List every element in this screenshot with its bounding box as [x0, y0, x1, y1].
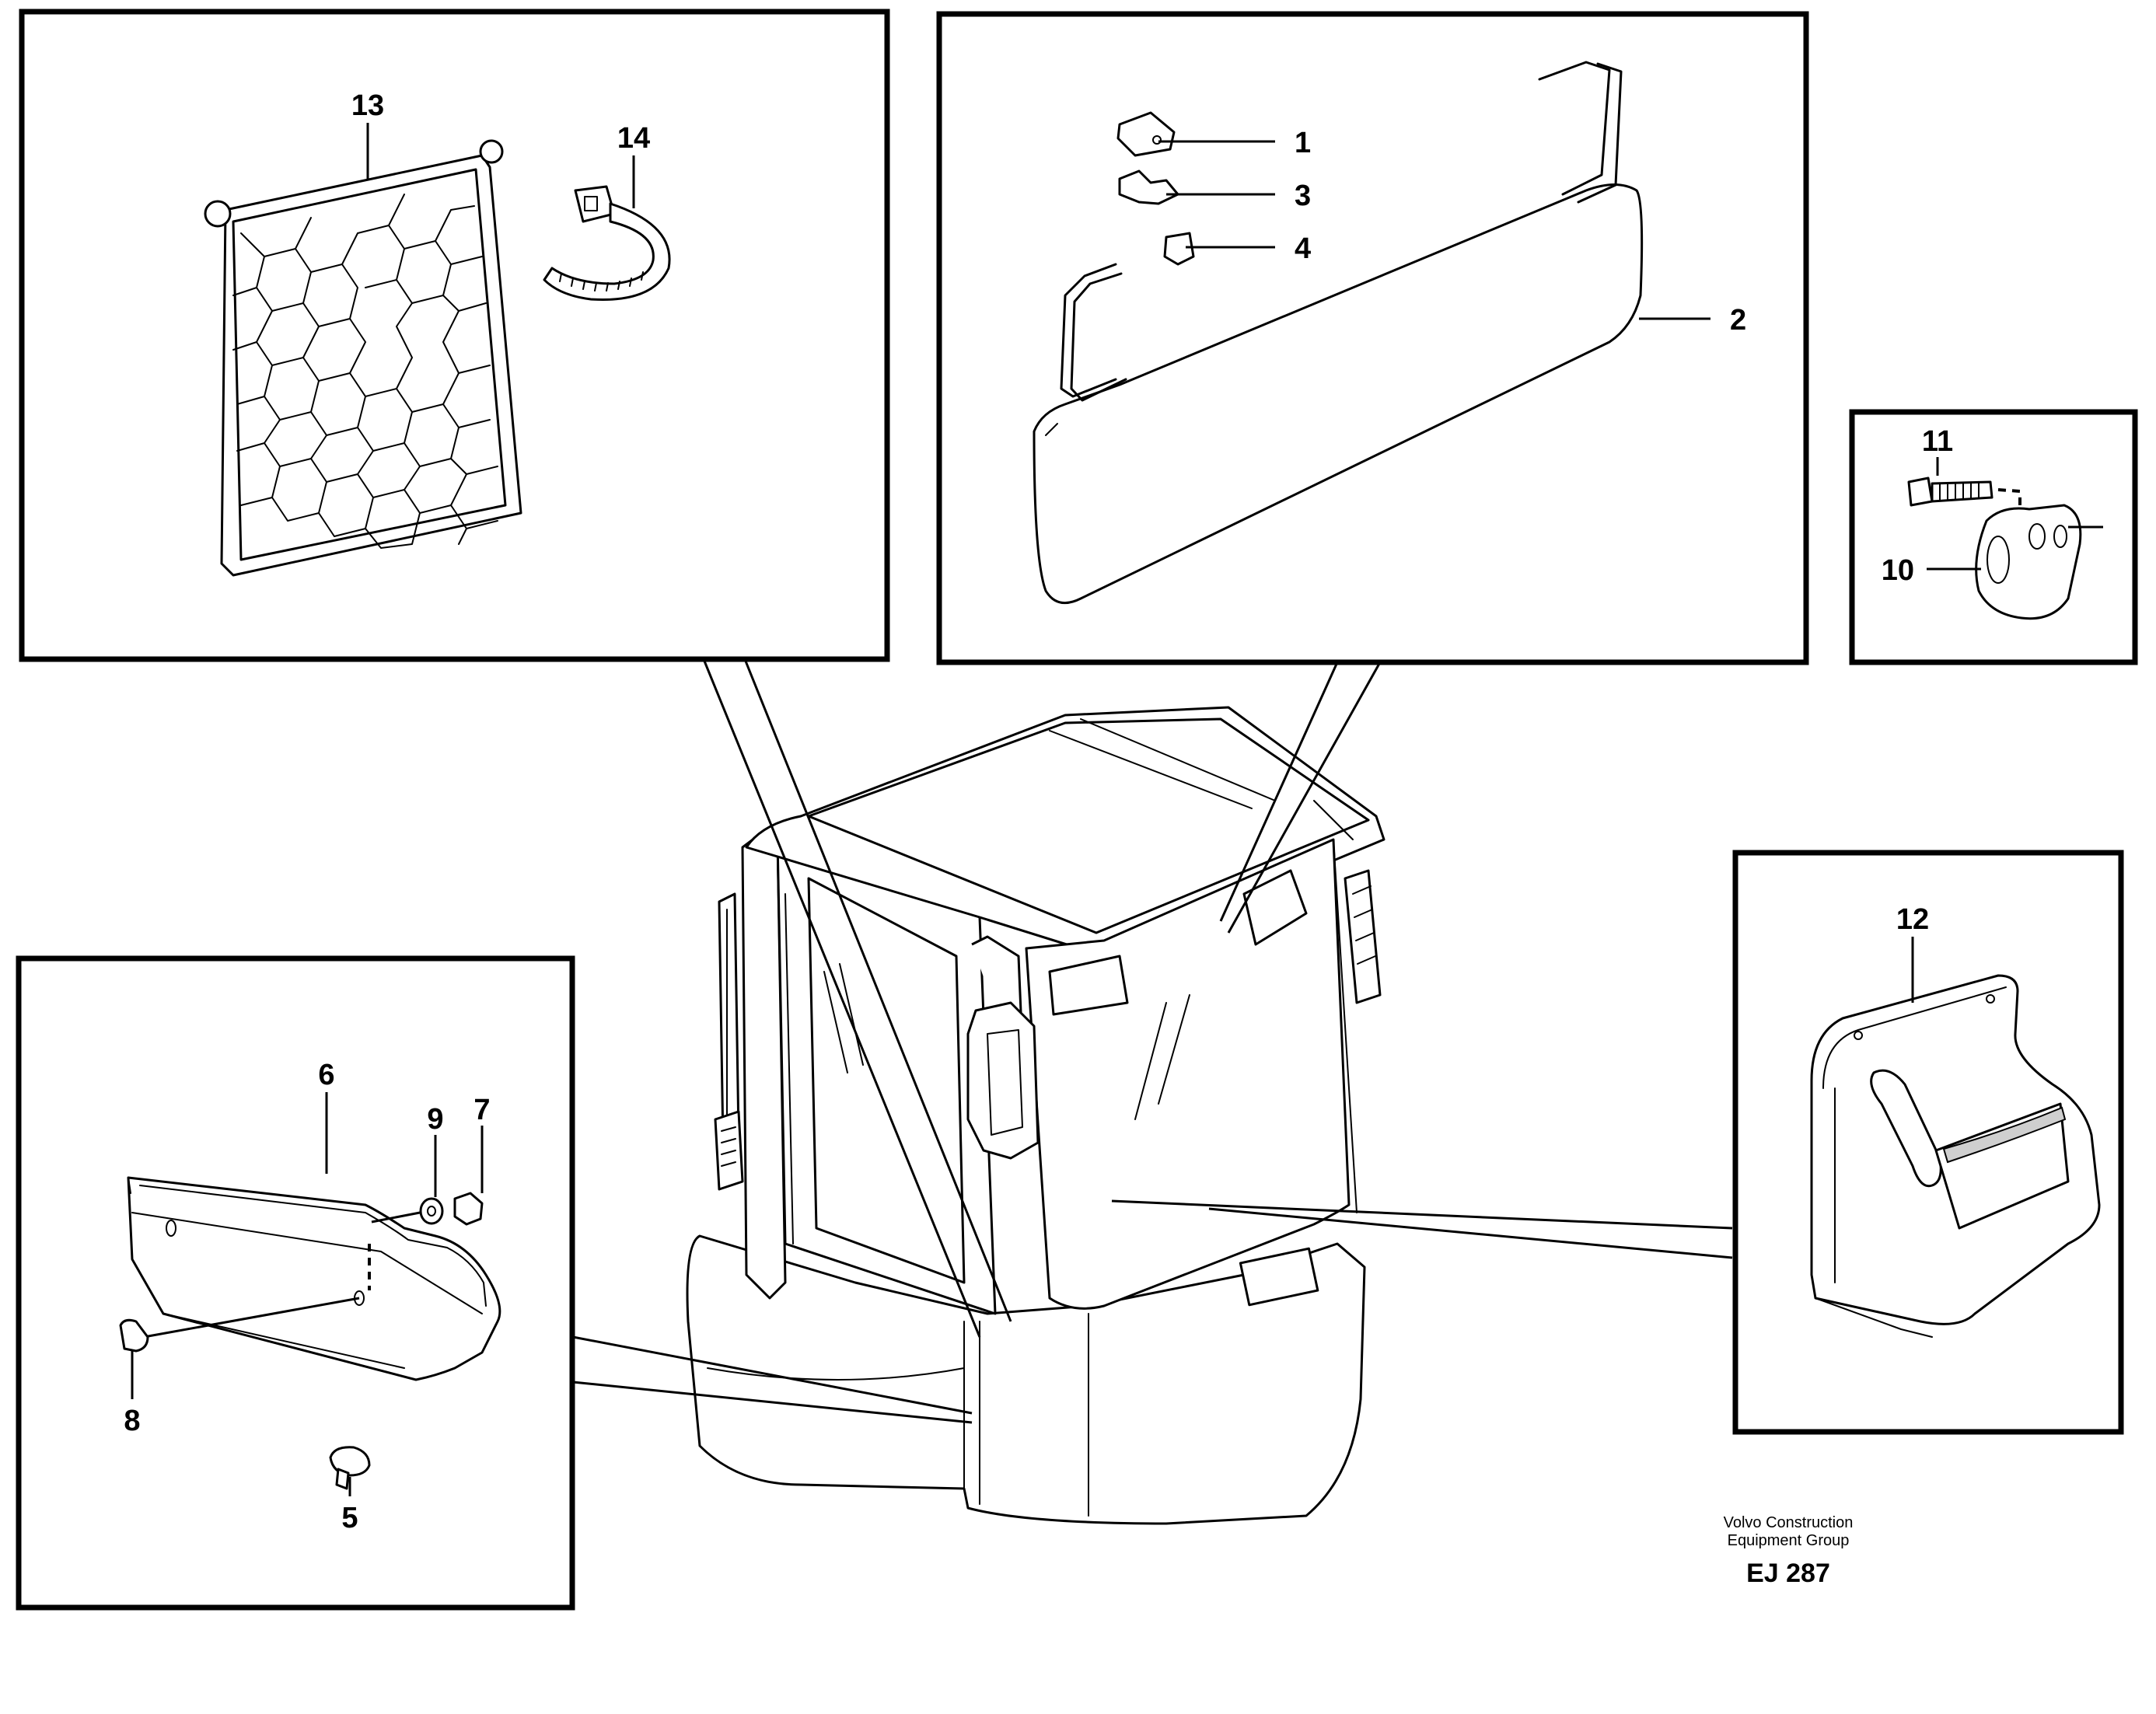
cab-illustration — [686, 706, 1386, 1525]
sun-visor — [1033, 183, 1644, 605]
coat-hook-loop — [1987, 536, 2010, 584]
coat-hook — [1975, 504, 2082, 620]
tray-body-line — [131, 1212, 483, 1314]
storage-box-detail-frame: 12 — [1111, 850, 2124, 1435]
side-window-glass — [807, 877, 966, 1284]
box-screw-hole-2 — [1986, 994, 1995, 1004]
tray-hole-left — [166, 1220, 176, 1237]
tray-pointer — [572, 1335, 973, 1424]
glass-reflection-left — [823, 963, 864, 1073]
net-inner-frame — [232, 168, 507, 561]
sunvisor-pointer — [1219, 662, 1382, 934]
net-hook-right — [479, 139, 504, 164]
net-hook-left — [204, 200, 232, 228]
roof-work-light-right — [1242, 869, 1308, 946]
net-mesh — [232, 194, 498, 549]
roof-top — [807, 717, 1370, 934]
storage-box-handle — [1870, 1069, 1942, 1188]
washer-hole — [427, 1206, 436, 1217]
visor-edge — [1045, 423, 1058, 436]
nut — [453, 1192, 484, 1226]
credit-line-1: Volvo Construction — [1724, 1514, 1854, 1531]
visor-rod-left-inner — [1070, 272, 1127, 402]
storage-box-base — [1815, 1297, 1933, 1338]
washer — [419, 1197, 444, 1225]
drawing-code: EJ 287 — [1746, 1559, 1830, 1588]
roof-rail — [1049, 718, 1276, 809]
hook-screw-shank — [1931, 480, 1994, 503]
storage-box-rim — [1822, 986, 2007, 1089]
callout-2: 2 — [1730, 304, 1746, 337]
windscreen-reflection — [1134, 994, 1190, 1120]
side-frame-inner — [784, 893, 794, 1244]
tray-bottom-line — [162, 1313, 405, 1369]
sunvisor-detail-frame: 1 3 4 2 — [936, 11, 1809, 934]
pocket-opening — [1942, 1106, 2067, 1164]
callout-11: 11 — [1922, 425, 1953, 458]
storage-box-pointer — [1111, 1199, 1733, 1259]
callout-9: 9 — [427, 1103, 443, 1136]
roof-work-light-left — [1048, 955, 1129, 1016]
rear-light-slats — [1352, 885, 1376, 965]
step-recess — [1239, 1247, 1319, 1307]
hook-assembly-line — [1997, 488, 2021, 536]
callout-12: 12 — [1896, 903, 1929, 936]
cable-tie-head — [574, 185, 616, 223]
fender-line — [707, 1367, 965, 1381]
tray-corner — [128, 1177, 131, 1194]
a-pillar — [1333, 839, 1358, 1213]
callout-3: 3 — [1295, 180, 1311, 212]
cable-tie — [543, 202, 671, 301]
hook-screw-thread — [1939, 481, 1980, 501]
visor-rod-right-inner — [1577, 62, 1623, 204]
net-pointer — [702, 658, 1012, 1338]
hook-detail-frame: 11 10 — [1849, 409, 2138, 665]
callout-7: 7 — [473, 1094, 490, 1126]
screw-shank — [335, 1468, 350, 1490]
right-rear-light — [1344, 869, 1382, 1004]
callout-1: 1 — [1295, 127, 1311, 159]
coat-hook-hole-2 — [2053, 525, 2067, 548]
cable-tie-slot — [584, 196, 598, 211]
credit-block: Volvo Construction Equipment Group EJ 28… — [1724, 1514, 1854, 1588]
tray-washer-line — [371, 1211, 421, 1224]
visor-bracket — [1116, 111, 1176, 157]
front-windscreen — [1025, 838, 1351, 1310]
storage-box-pocket — [1934, 1102, 2070, 1230]
bracket-hole — [1152, 135, 1162, 145]
callout-6: 6 — [318, 1059, 334, 1091]
body-seam — [963, 1321, 980, 1505]
screw-head — [329, 1446, 371, 1477]
visor-nut — [1163, 232, 1195, 266]
left-vent — [714, 1110, 744, 1191]
left-mirror — [966, 1001, 1040, 1160]
left-handrail — [718, 892, 740, 1144]
credit-line-2: Equipment Group — [1728, 1532, 1850, 1549]
callout-8: 8 — [124, 1405, 140, 1437]
callout-4: 4 — [1295, 232, 1311, 265]
coat-hook-hole-1 — [2028, 523, 2046, 550]
net-detail-frame: 13 14 — [19, 9, 1012, 1338]
box-screw-hole-1 — [1854, 1031, 1863, 1040]
spacer — [119, 1318, 149, 1353]
callout-14: 14 — [617, 122, 650, 155]
tray-insert-line — [143, 1297, 360, 1339]
visor-rod-right — [1538, 61, 1611, 196]
callout-13: 13 — [351, 89, 384, 122]
roof-edge — [1313, 800, 1354, 840]
vent-slats — [721, 1126, 736, 1167]
tray-detail-frame: 6 9 7 8 5 — [16, 955, 973, 1611]
storage-tray — [127, 1176, 501, 1381]
cab-lower-body — [686, 1234, 1366, 1525]
callout-10: 10 — [1882, 554, 1914, 587]
cable-tie-teeth — [559, 271, 644, 291]
visor-rod-left — [1060, 263, 1117, 398]
mirror-glass — [987, 1029, 1023, 1136]
hook-screw-head — [1907, 476, 1934, 507]
callout-5: 5 — [341, 1502, 358, 1534]
